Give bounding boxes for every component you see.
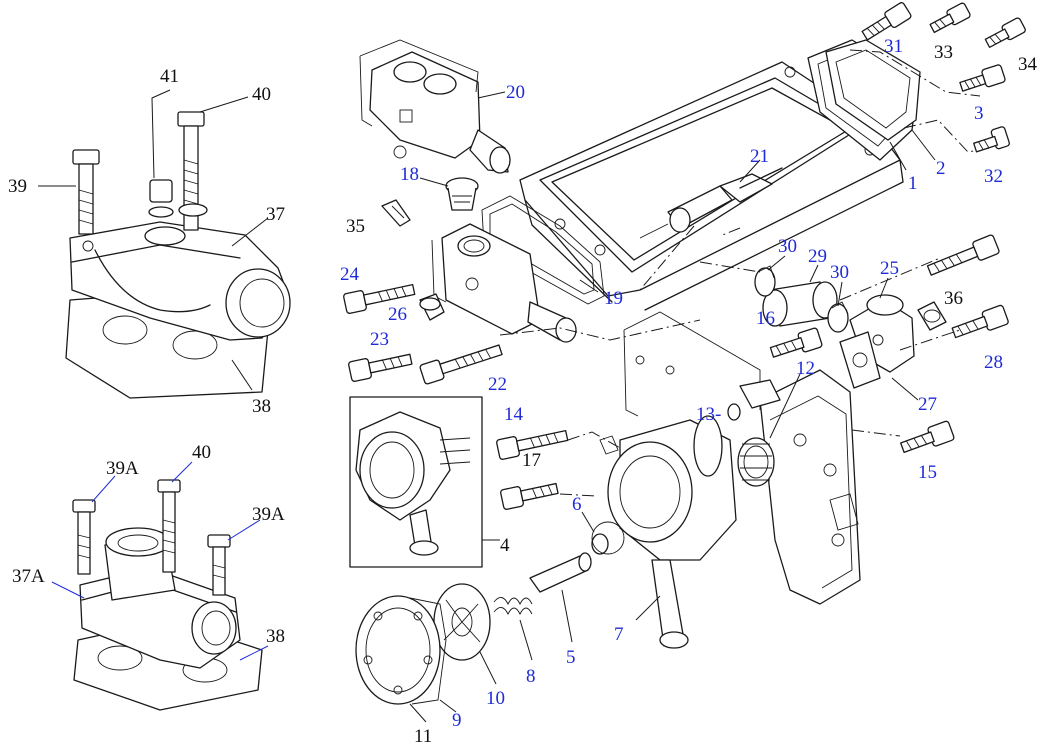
label-3: 3	[974, 103, 984, 124]
bolt-33	[929, 2, 971, 34]
seal-6	[581, 511, 625, 555]
label-5: 5	[566, 647, 576, 668]
bolt-16	[769, 327, 823, 358]
bolt-31	[861, 2, 912, 41]
label-6: 6	[572, 494, 582, 515]
label-12: 12	[796, 358, 815, 379]
gear-12	[737, 373, 801, 487]
bolt-40-lower	[157, 479, 181, 573]
plug-26	[419, 293, 445, 321]
cover-19-group	[519, 39, 991, 311]
thermostat-18	[419, 177, 479, 211]
label-2: 2	[936, 158, 946, 179]
label-38-upper: 38	[252, 396, 271, 417]
label-21: 21	[750, 146, 769, 167]
label-27: 27	[918, 394, 937, 415]
label-35: 35	[346, 216, 365, 237]
gear-case-plate	[623, 311, 861, 605]
label-38-lower: 38	[266, 626, 285, 647]
ring-13	[727, 403, 741, 421]
label-13: 13-	[696, 404, 721, 425]
housing-37-group	[38, 89, 291, 399]
bolt-top-36	[926, 234, 1000, 276]
bolt-40	[177, 111, 208, 231]
plug-36	[917, 301, 947, 331]
bolt-24	[343, 283, 416, 314]
cover-11	[355, 595, 457, 723]
label-37: 37	[266, 204, 285, 225]
label-1: 1	[908, 173, 918, 194]
label-36: 36	[944, 288, 963, 309]
valve-cover-plate	[519, 61, 901, 297]
label-20: 20	[506, 82, 525, 103]
label-26: 26	[388, 304, 407, 325]
label-28: 28	[984, 352, 1003, 373]
label-37a: 37A	[12, 566, 45, 587]
bolt-15	[900, 420, 955, 454]
label-9: 9	[452, 710, 462, 731]
label-33: 33	[934, 42, 953, 63]
bolt-22	[419, 344, 503, 385]
bolt-39	[72, 149, 100, 235]
label-8: 8	[526, 666, 536, 687]
impeller-10	[433, 583, 497, 685]
bolt-6	[500, 482, 559, 510]
pump-body-7	[599, 415, 737, 649]
tube-29-group	[754, 255, 849, 333]
clamp-30-left	[754, 265, 776, 297]
label-25: 25	[880, 258, 899, 279]
valve-21	[639, 159, 783, 239]
bolt-28	[951, 304, 1009, 339]
inset-box-4	[349, 396, 500, 568]
label-7: 7	[614, 624, 624, 645]
bolt-39a-right	[207, 534, 231, 596]
label-39: 39	[8, 176, 27, 197]
label-40-lower: 40	[192, 442, 211, 463]
label-16: 16	[756, 308, 775, 329]
label-19: 19	[604, 288, 623, 309]
bolts-top-right	[861, 2, 1026, 153]
spacer-41	[149, 179, 173, 203]
shaft-5	[529, 552, 592, 643]
elbow-25	[839, 277, 919, 401]
bolt-32	[973, 126, 1010, 153]
label-41: 41	[160, 66, 179, 87]
label-30-right: 30	[830, 262, 849, 283]
label-24: 24	[340, 264, 360, 285]
spring-8	[493, 597, 533, 661]
label-14: 14	[504, 404, 524, 425]
label-40-upper: 40	[252, 84, 271, 105]
label-29: 29	[808, 246, 827, 267]
label-15: 15	[918, 462, 937, 483]
label-32: 32	[984, 166, 1003, 187]
bolt-3	[959, 64, 1006, 92]
valve-housing-20	[359, 39, 511, 174]
label-30-left: 30	[778, 236, 797, 257]
part-labels: 1 2 3 4 5 6 7 8 9 10 11 12 13- 14 15 16 …	[8, 36, 1038, 747]
clip-35	[381, 199, 411, 227]
label-18: 18	[400, 164, 419, 185]
label-11: 11	[414, 726, 432, 747]
cover-2	[825, 39, 921, 141]
label-34: 34	[1018, 54, 1038, 75]
bolt-23	[348, 353, 413, 382]
bolt-39a-left	[72, 499, 96, 575]
bolt-34	[984, 17, 1026, 48]
label-10: 10	[486, 688, 505, 709]
label-22: 22	[488, 374, 507, 395]
label-23: 23	[370, 329, 389, 350]
label-17: 17	[522, 450, 541, 471]
housing-19	[431, 195, 605, 343]
label-39a-left: 39A	[106, 458, 139, 479]
label-4: 4	[500, 535, 510, 556]
label-31: 31	[884, 36, 903, 57]
label-39a-right: 39A	[252, 504, 285, 525]
bolt-14	[496, 429, 569, 460]
housing-37a-group	[51, 461, 269, 711]
